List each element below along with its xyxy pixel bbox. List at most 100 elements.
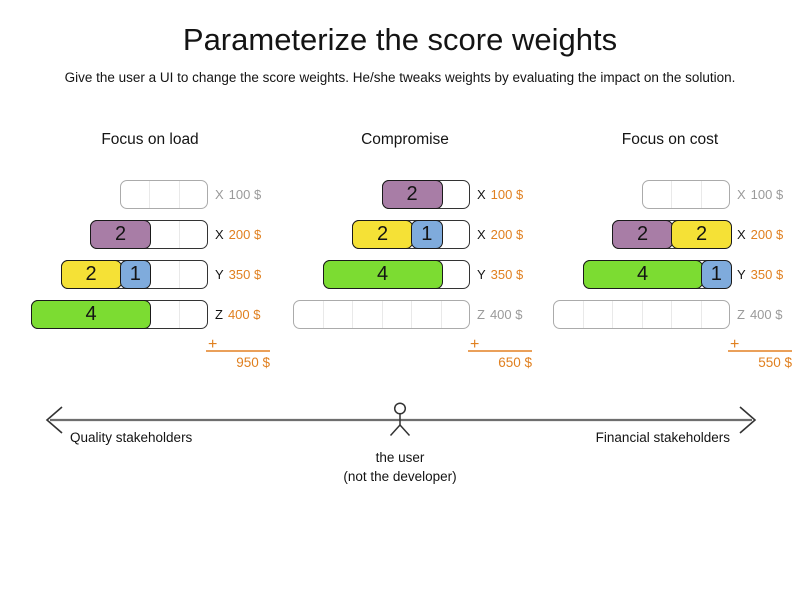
weight-block-blue: 1 bbox=[411, 220, 443, 249]
constraint-price: 350 $ bbox=[750, 267, 784, 282]
empty-cell bbox=[352, 301, 382, 328]
weight-block-yellow: 2 bbox=[60, 260, 122, 289]
empty-cell bbox=[671, 181, 701, 208]
weight-block-green: 4 bbox=[31, 300, 151, 329]
weight-row: 4 bbox=[31, 300, 208, 329]
row-label: Y 350 $ bbox=[215, 260, 261, 289]
empty-cell bbox=[612, 301, 642, 328]
row-label: Z 400 $ bbox=[737, 300, 783, 329]
empty-cell bbox=[440, 301, 471, 328]
row-label: X 200 $ bbox=[215, 220, 261, 249]
empty-cell bbox=[149, 221, 179, 248]
empty-cell bbox=[149, 181, 179, 208]
constraint-price: 200 $ bbox=[490, 227, 524, 242]
weight-row bbox=[119, 180, 209, 209]
constraint-name: Y bbox=[737, 267, 746, 282]
scenario-title: Focus on load bbox=[101, 131, 199, 148]
weight-row bbox=[641, 180, 731, 209]
total-value: 650 $ bbox=[498, 355, 532, 370]
page-title: Parameterize the score weights bbox=[182, 22, 618, 57]
axis-label-quality: Quality stakeholders bbox=[70, 430, 193, 445]
empty-cell bbox=[322, 301, 353, 328]
weight-block-green: 4 bbox=[322, 260, 443, 289]
row-label: Y 350 $ bbox=[737, 260, 783, 289]
left-arrowhead-icon bbox=[45, 406, 63, 434]
empty-cell bbox=[381, 301, 412, 328]
axis-label-the-user: the user bbox=[375, 450, 425, 465]
constraint-name: X bbox=[215, 187, 224, 202]
weight-block-purple: 2 bbox=[612, 220, 673, 249]
axis-label-not-developer: (not the developer) bbox=[343, 469, 457, 484]
empty-cell bbox=[641, 301, 672, 328]
empty-cell bbox=[700, 301, 731, 328]
total-value: 950 $ bbox=[236, 355, 270, 370]
page-subtitle: Give the user a UI to change the score w… bbox=[64, 70, 736, 85]
weight-row: 2 bbox=[381, 180, 471, 209]
scenario-title: Focus on cost bbox=[621, 131, 719, 148]
constraint-price: 200 $ bbox=[750, 227, 784, 242]
weight-block-purple: 2 bbox=[381, 180, 443, 209]
constraint-name: Z bbox=[737, 307, 745, 322]
weight-block-purple: 2 bbox=[90, 220, 151, 249]
empty-cell bbox=[178, 221, 209, 248]
plus-sign: + bbox=[470, 336, 480, 353]
total-value: 550 $ bbox=[758, 355, 792, 370]
row-label: X 100 $ bbox=[737, 180, 783, 209]
row-label: Z 400 $ bbox=[477, 300, 523, 329]
constraint-price: 100 $ bbox=[490, 187, 524, 202]
constraint-price: 400 $ bbox=[489, 307, 523, 322]
constraint-name: X bbox=[477, 187, 486, 202]
empty-cell bbox=[149, 301, 179, 328]
axis-label-financial: Financial stakeholders bbox=[595, 430, 730, 445]
empty-cell bbox=[441, 181, 471, 208]
weight-block-yellow: 2 bbox=[671, 220, 732, 249]
empty-cell bbox=[582, 301, 613, 328]
empty-cell bbox=[671, 301, 701, 328]
user-stick-figure-icon bbox=[389, 402, 411, 437]
plus-sign: + bbox=[730, 336, 740, 353]
sum-line bbox=[728, 350, 792, 352]
empty-cell bbox=[441, 221, 471, 248]
empty-cell bbox=[178, 181, 209, 208]
constraint-price: 350 $ bbox=[228, 267, 262, 282]
constraint-price: 400 $ bbox=[749, 307, 783, 322]
constraint-price: 100 $ bbox=[228, 187, 262, 202]
constraint-name: Z bbox=[477, 307, 485, 322]
weight-row: 2 bbox=[90, 220, 208, 249]
weight-row: 4 bbox=[322, 260, 471, 289]
constraint-price: 350 $ bbox=[490, 267, 524, 282]
empty-cell bbox=[411, 301, 441, 328]
empty-cell bbox=[120, 181, 150, 208]
right-arrowhead-icon bbox=[739, 406, 757, 434]
constraint-name: X bbox=[215, 227, 224, 242]
empty-cell bbox=[149, 261, 179, 288]
constraint-price: 200 $ bbox=[228, 227, 262, 242]
empty-cell bbox=[178, 301, 209, 328]
row-label: X 100 $ bbox=[215, 180, 261, 209]
empty-cell bbox=[441, 261, 471, 288]
row-label: X 200 $ bbox=[737, 220, 783, 249]
sum-line bbox=[468, 350, 532, 352]
empty-cell bbox=[700, 181, 731, 208]
weight-row bbox=[293, 300, 470, 329]
constraint-name: Y bbox=[215, 267, 224, 282]
plus-sign: + bbox=[208, 336, 218, 353]
constraint-price: 100 $ bbox=[750, 187, 784, 202]
weight-row bbox=[553, 300, 730, 329]
weight-block-blue: 1 bbox=[700, 260, 732, 289]
constraint-name: Z bbox=[215, 307, 223, 322]
sum-line bbox=[206, 350, 270, 352]
empty-cell bbox=[293, 301, 323, 328]
constraint-name: X bbox=[737, 187, 746, 202]
weight-block-green: 4 bbox=[582, 260, 703, 289]
weight-block-yellow: 2 bbox=[352, 220, 413, 249]
constraint-name: X bbox=[737, 227, 746, 242]
